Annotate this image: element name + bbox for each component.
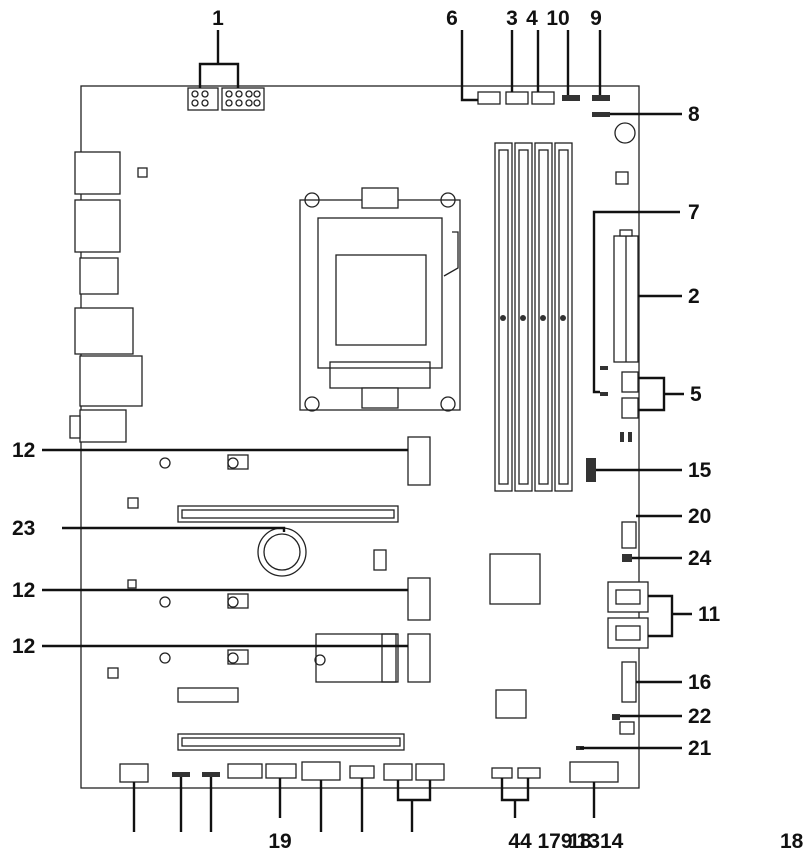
cpu-power-connector [187,87,265,111]
callout-1314: 1314 [577,830,624,853]
callout-11: 11 [698,603,721,626]
callout-6: 6 [446,7,458,30]
pcie-slots [107,497,405,751]
callout-lines [42,30,692,832]
dimm-slots [494,142,573,492]
callout-24: 24 [688,547,712,570]
callout-3: 3 [506,7,518,30]
rear-io-ports [69,151,148,443]
callout-12-third: 12 [12,635,35,658]
callout-179: 179 [537,830,572,853]
callout-12-first: 12 [12,439,35,462]
callout-10: 10 [546,7,569,30]
callout-labels: 1 6 3 4 10 9 8 7 2 5 12 15 20 23 24 12 1… [12,7,804,853]
cpu-socket [299,187,461,412]
callout-9: 9 [590,7,602,30]
chipsets [489,553,541,719]
callout-21: 21 [688,737,712,760]
callout-7: 7 [688,201,700,224]
bottom-headers [119,761,619,783]
callout-8: 8 [688,103,700,126]
callout-18-overlap: 18 [568,830,592,853]
callout-23: 23 [12,517,35,540]
callout-20: 20 [688,505,711,528]
callout-16: 16 [688,671,711,694]
callout-1: 1 [212,7,224,30]
callout-18: 18 [780,830,804,853]
callout-2: 2 [688,285,700,308]
callout-12-second: 12 [12,579,35,602]
callout-44: 44 [508,830,532,853]
callout-5: 5 [690,383,702,406]
callout-19: 19 [268,830,291,853]
callout-4: 4 [526,7,538,30]
top-headers [477,91,636,185]
right-edge-components [576,458,649,750]
cmos-battery [257,527,387,577]
led-headers [600,366,639,442]
atx-power-connector [613,229,639,363]
callout-22: 22 [688,705,711,728]
callout-15: 15 [688,459,712,482]
